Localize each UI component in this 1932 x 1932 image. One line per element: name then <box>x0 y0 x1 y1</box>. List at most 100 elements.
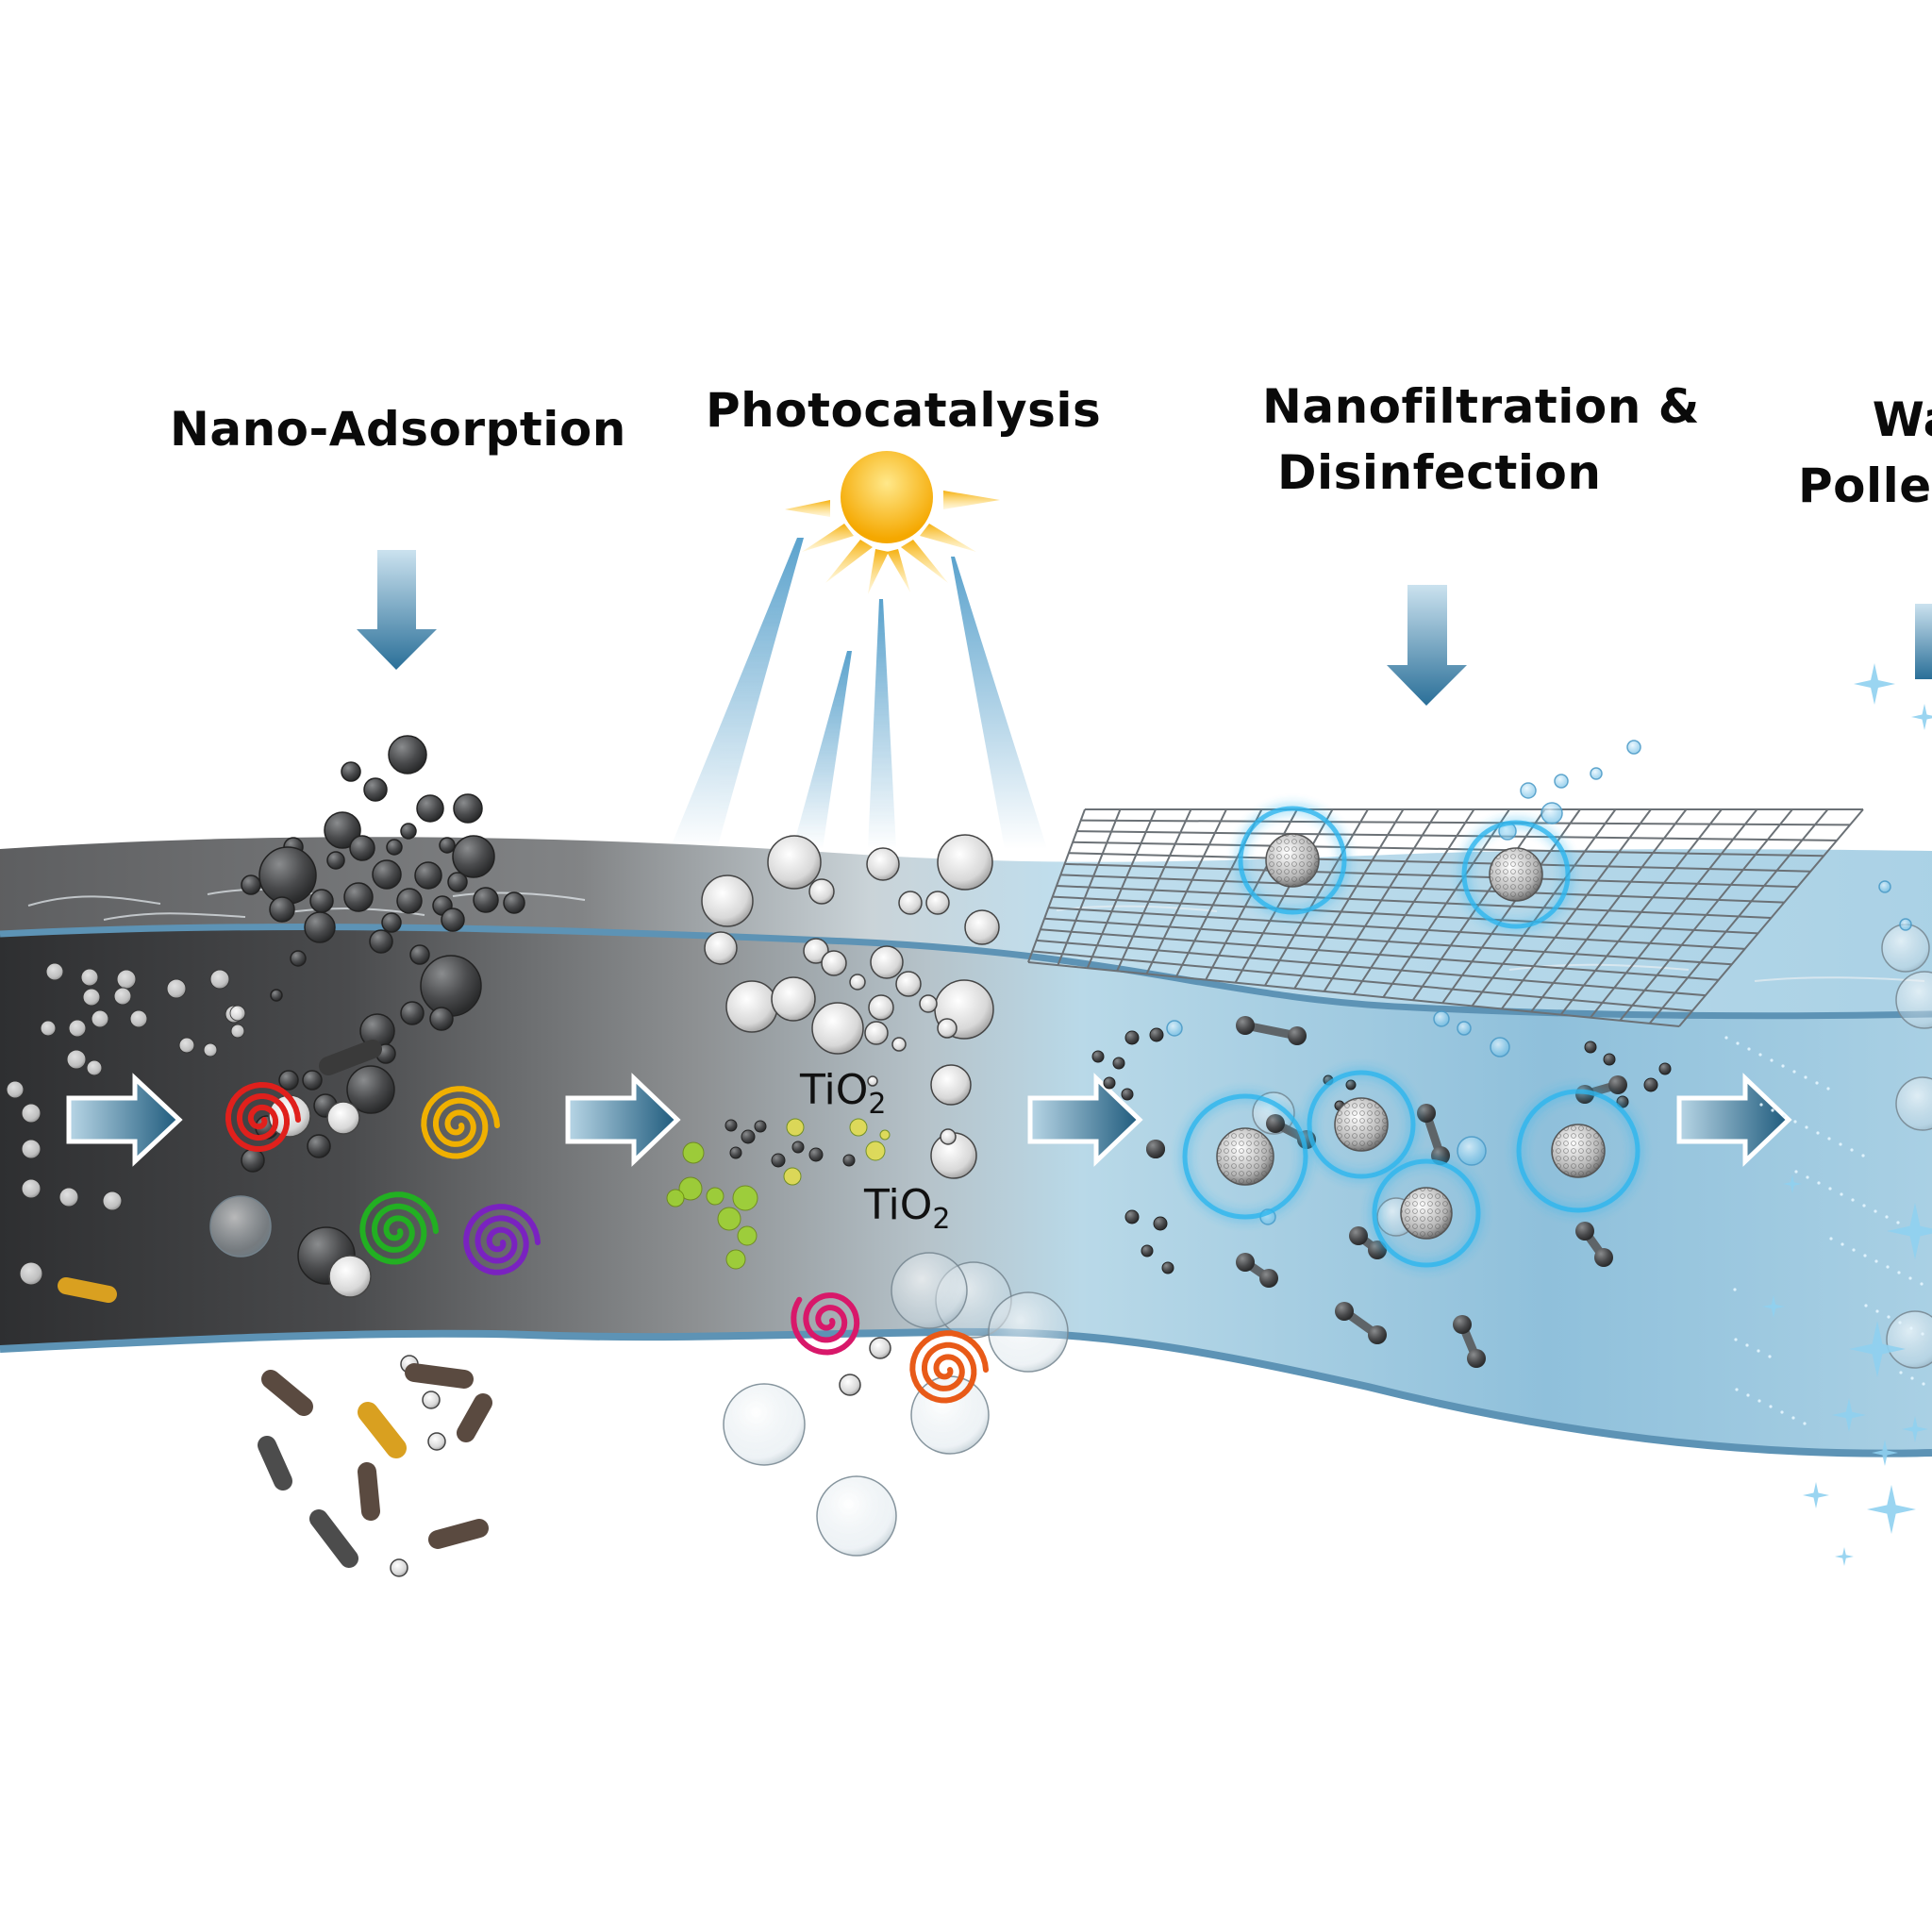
bubble-icon <box>891 1252 968 1329</box>
adsorbent-particle <box>441 908 465 932</box>
sparkle-icon <box>1783 1174 1802 1193</box>
adsorbent-particle <box>369 929 393 954</box>
sparkle-dot <box>1803 1422 1807 1425</box>
contaminant-particle <box>45 962 64 981</box>
tio2-particle <box>704 931 738 965</box>
sparkle-dot <box>1771 1108 1774 1112</box>
sparkle-dot <box>1780 1410 1784 1414</box>
contaminant-particle <box>1603 1053 1616 1066</box>
contaminant-particle <box>1345 1079 1357 1091</box>
contaminant-particle <box>21 1139 42 1159</box>
stage-label-water-polishing: Wa Poller <box>1798 387 1932 519</box>
sparkle-icon <box>1803 1482 1829 1508</box>
mesh-wire <box>1080 819 1851 826</box>
bubble-icon <box>1878 880 1891 893</box>
contaminant-particle <box>842 1154 856 1167</box>
contaminant-particle <box>724 1119 738 1132</box>
nanoparticle-texture <box>1552 1124 1605 1177</box>
bubble-icon <box>1520 782 1537 799</box>
tio2-particle <box>390 1558 408 1577</box>
sparkle-dot <box>1850 1148 1854 1152</box>
bacteria-icon <box>261 1370 313 1416</box>
adsorbent-particle <box>452 835 495 878</box>
tio2-particle <box>808 878 835 905</box>
mesh-wire <box>1032 950 1693 1012</box>
sparkle-dot <box>1734 1338 1738 1341</box>
contaminant-particle <box>1616 1095 1629 1108</box>
organic-droplet <box>737 1225 758 1246</box>
sparkle-dot <box>1805 1125 1808 1129</box>
tio2-particle <box>427 1432 446 1451</box>
tio2-particle <box>701 874 754 927</box>
adsorbent-particle <box>241 1148 265 1173</box>
sparkle-dot <box>1851 1198 1855 1202</box>
sparkle-dot <box>1769 1405 1773 1408</box>
adsorbent-particle <box>372 859 402 890</box>
adsorbent-particle <box>420 955 482 1017</box>
sparkle-dot <box>1747 1047 1751 1051</box>
contaminant-molecule-end <box>1575 1222 1594 1241</box>
bubble-icon <box>816 1475 897 1557</box>
tio2-label: TiO2 <box>800 1066 887 1121</box>
tio2-particle <box>839 1374 861 1396</box>
bubbles <box>209 740 1932 1557</box>
glow-ring <box>1238 806 1347 915</box>
organic-droplet <box>682 1141 705 1164</box>
bubble-icon <box>209 1195 272 1257</box>
sparkle-dot <box>1910 1376 1914 1380</box>
contaminant-molecule-end <box>1467 1349 1486 1368</box>
organic-droplet <box>849 1118 868 1137</box>
contaminant-molecule-end <box>1259 1269 1278 1288</box>
sparkle-dot <box>1887 1315 1890 1319</box>
sparkle-dot <box>1840 1242 1844 1246</box>
mesh-wire <box>1056 885 1772 919</box>
mesh-wire <box>1068 852 1811 873</box>
adsorbent-particle <box>270 989 283 1002</box>
glow-ring <box>1461 820 1571 929</box>
sparkle-dot <box>1827 1137 1831 1141</box>
tio2-particle <box>937 834 993 891</box>
organic-droplet <box>717 1207 741 1231</box>
adsorbent-particle <box>304 911 336 943</box>
organic-droplet <box>865 1141 886 1161</box>
right-arrow-icon <box>565 1073 681 1167</box>
contaminant-particle <box>729 1146 742 1159</box>
contaminant-particle <box>203 1042 218 1058</box>
down-arrow-icon <box>1915 604 1932 679</box>
tio2-particle <box>930 1064 972 1106</box>
sparkle-dot <box>1759 1103 1763 1107</box>
tio2-particle <box>422 1391 441 1409</box>
sparkle-dot <box>1921 1332 1924 1336</box>
contaminant-particle <box>166 978 187 999</box>
adsorbent-particle <box>400 823 417 840</box>
bubble-icon <box>1457 1021 1472 1036</box>
sparkle-icon <box>1832 1398 1866 1432</box>
contaminant-particle <box>209 969 230 990</box>
adsorbent-particle <box>309 889 334 913</box>
bacteria-icon <box>309 1509 358 1568</box>
sparkle-dot <box>1886 1265 1890 1269</box>
sparkle-icon <box>1835 1547 1854 1566</box>
mesh-wire <box>1036 939 1706 997</box>
adsorbent-particle <box>349 835 375 861</box>
sparkle-dot <box>1806 1175 1809 1179</box>
sparkle-dot <box>1804 1075 1807 1079</box>
adsorbent-particle <box>503 891 525 914</box>
sparkle-dot <box>1875 1309 1879 1313</box>
contaminant-particle <box>19 1261 43 1286</box>
organic-droplet <box>706 1187 724 1206</box>
sparkle-dot <box>1791 1416 1795 1420</box>
bubble-icon <box>723 1383 806 1466</box>
down-arrow-icon <box>357 550 437 670</box>
contaminant-molecule-end <box>1236 1016 1255 1035</box>
sparkle-icon <box>1867 1485 1916 1534</box>
sparkle-dot <box>1770 1058 1774 1062</box>
organic-droplet <box>725 1249 746 1270</box>
adsorbent-particle <box>439 837 456 854</box>
contaminant-particle <box>1658 1062 1672 1075</box>
adsorbent-particle <box>290 950 307 967</box>
sparkle-dot <box>1896 1221 1900 1224</box>
adsorbent-particle <box>343 882 374 912</box>
bubble-icon <box>1490 1037 1510 1058</box>
